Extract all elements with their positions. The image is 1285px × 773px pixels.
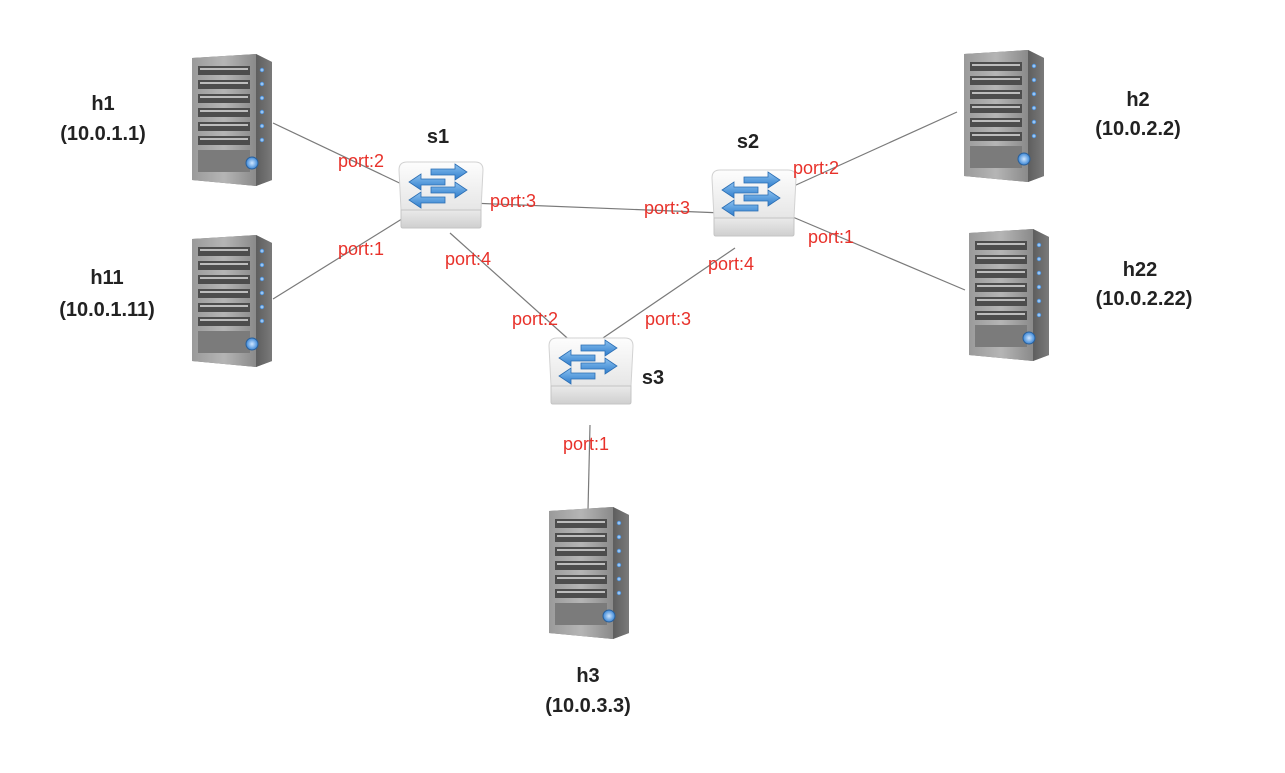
host-ip-h1: (10.0.1.1) [60,123,146,145]
link-h1-s1 [272,122,411,189]
switch-name-s3: s3 [642,367,664,389]
host-ip-h22: (10.0.2.22) [1096,288,1193,310]
server-icon [968,228,1050,362]
link-h3-s3 [587,424,591,511]
links [272,111,966,511]
port-label-s2-h2: port:2 [793,158,839,178]
host-ip-h2: (10.0.2.2) [1095,118,1181,140]
port-label-s2-s3: port:4 [708,254,754,274]
link-s2-s3 [599,247,736,341]
host-name-h2: h2 [1126,89,1149,111]
host-ip-h11: (10.0.1.11) [59,299,155,321]
port-label-s1-h1: port:2 [338,151,384,171]
host-name-h11: h11 [90,267,123,289]
port-label-s2-h22: port:1 [808,227,854,247]
link-h11-s1 [272,216,406,300]
link-h22-s2 [787,214,966,291]
link-h2-s2 [784,111,958,191]
link-s1-s2 [469,202,724,214]
host-name-h3: h3 [576,665,599,687]
switch-name-s2: s2 [737,131,759,153]
switch-icon [398,161,484,229]
server-icon [191,234,273,368]
port-label-s1-h11: port:1 [338,239,384,259]
port-label-s2-s1: port:3 [644,198,690,218]
link-s1-s3 [449,232,576,346]
port-label-s1-s2: port:3 [490,191,536,211]
port-label-s3-s2: port:3 [645,309,691,329]
switch-icon [548,337,634,405]
server-icon [963,49,1045,183]
server-icon [191,53,273,187]
host-name-h1: h1 [91,93,114,115]
host-ip-h3: (10.0.3.3) [545,695,631,717]
port-label-s3-h3: port:1 [563,434,609,454]
switch-name-s1: s1 [427,126,449,148]
server-icon [548,506,630,640]
port-label-s1-s3: port:4 [445,249,491,269]
port-label-s3-s1: port:2 [512,309,558,329]
switch-icon [711,169,797,237]
host-name-h22: h22 [1123,259,1157,281]
